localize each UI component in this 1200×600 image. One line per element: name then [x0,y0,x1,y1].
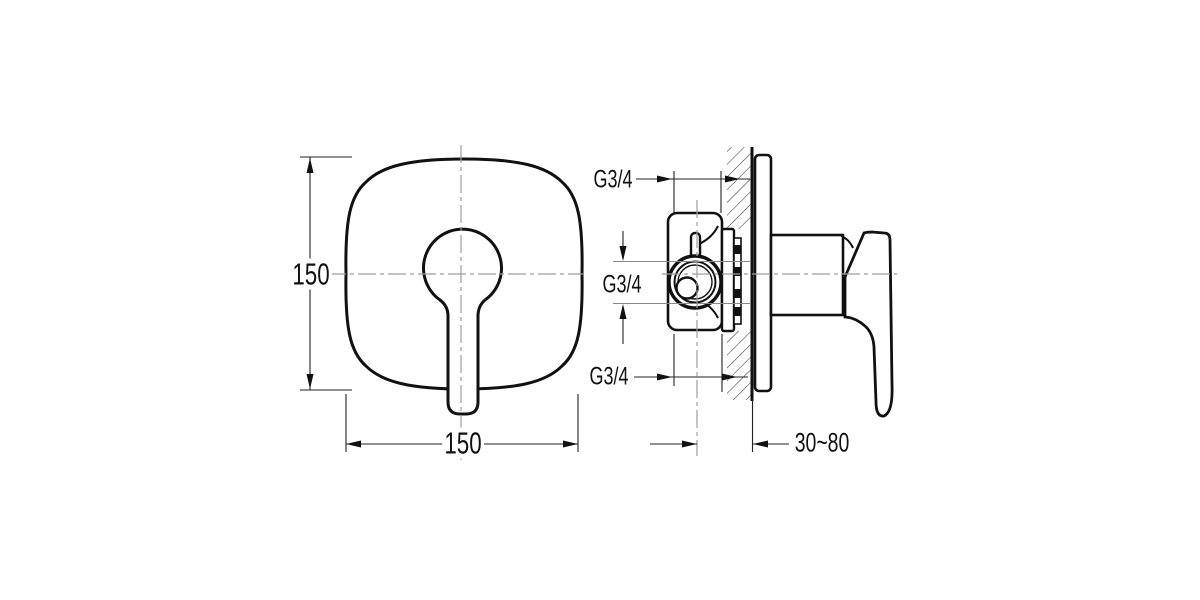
cylinder-shoulder-arc [840,235,854,249]
valve-flange [720,227,736,333]
handle-side-lever [843,230,894,418]
arrow-right-width [563,440,578,448]
side-view [666,147,894,418]
arrow-bottom-port-a [657,373,672,381]
centerlines [328,145,897,460]
depth-label: 30~80 [792,429,852,457]
port-label-top: G3/4 [591,167,635,193]
escutcheon-plate-side [753,153,773,393]
arrow-top-port-a [657,175,672,183]
arrow-depth-left [682,440,697,448]
dim-label-height: 150 [290,258,332,290]
arrow-mid-port-up [619,304,627,319]
front-view [344,157,584,416]
dim-label-width: 150 [442,427,484,459]
port-label-bottom: G3/4 [587,364,631,390]
handle-keyhole [422,227,503,416]
wall-hatch-upper [727,147,751,229]
arrow-up [306,158,314,173]
valve-sleeve-cylinder [769,233,845,317]
arrow-bottom-port-b [722,373,737,381]
arrow-down [306,374,314,389]
thread-section [733,237,742,325]
port-label-middle: G3/4 [600,272,644,298]
arrow-mid-port-down [619,246,627,261]
arrow-top-port-b [725,175,740,183]
cartridge-port-circle [675,276,699,300]
arrow-depth-right [753,440,768,448]
dimension-arrowheads [306,158,768,448]
arrow-left-width [346,440,361,448]
wall-hatch-lower [727,331,751,400]
thread-marks [734,245,741,316]
